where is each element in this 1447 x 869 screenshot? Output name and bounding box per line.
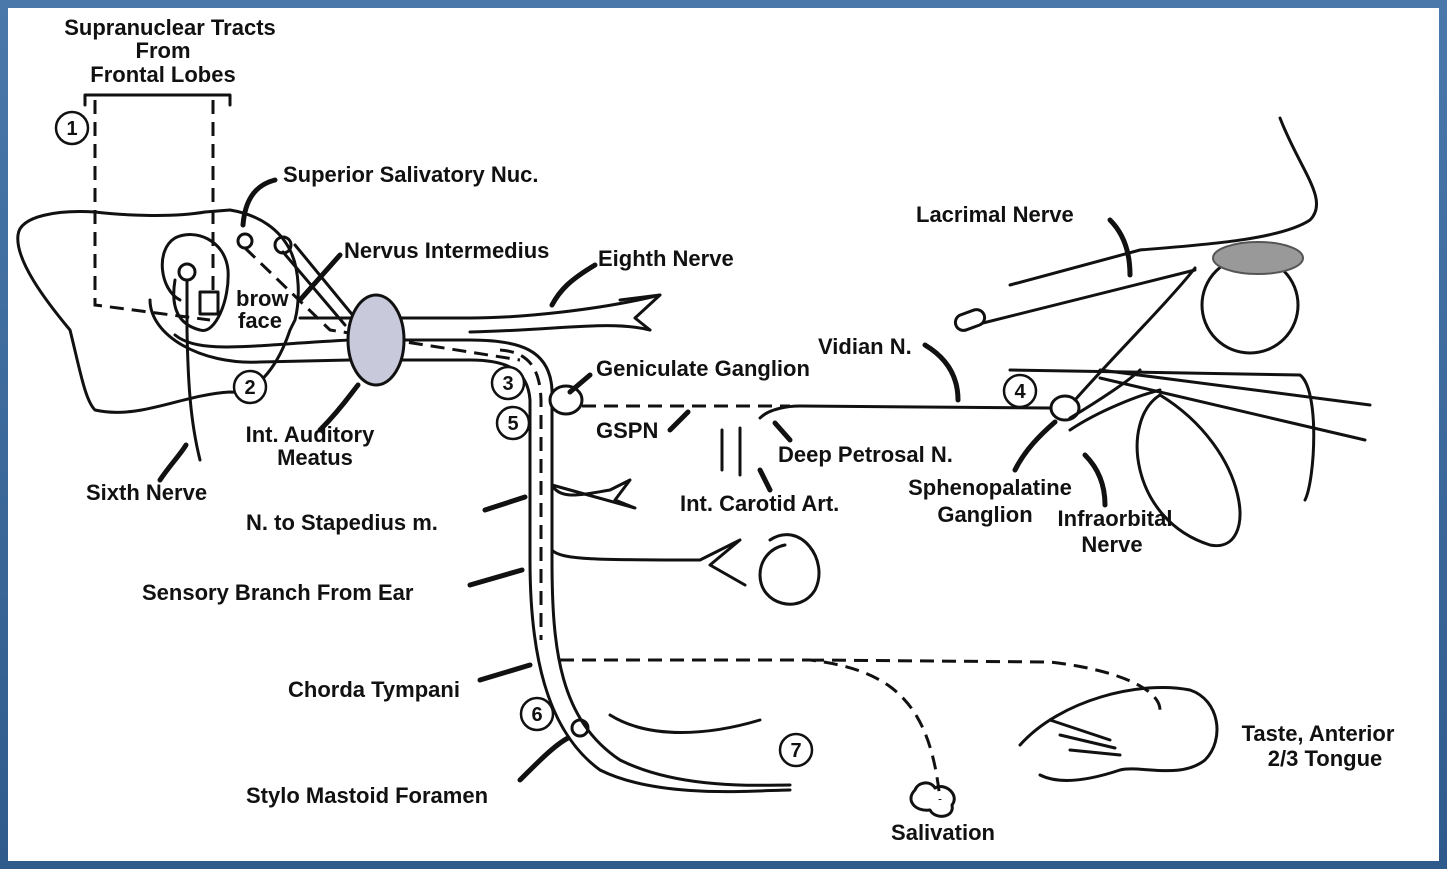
label-chorda-tympani: Chorda Tympani [288, 677, 460, 702]
arrow-sixth-nerve [160, 445, 186, 480]
salivary-gland [911, 783, 954, 816]
label-int-auditory-line2: Meatus [277, 445, 353, 470]
svg-text:7: 7 [790, 740, 801, 762]
svg-text:1: 1 [66, 118, 77, 140]
label-supranuclear-line2: From [136, 38, 191, 63]
label-gspn: GSPN [596, 418, 658, 443]
label-taste-line1: Taste, Anterior [1242, 721, 1395, 746]
label-eighth-nerve: Eighth Nerve [598, 246, 734, 271]
label-lacrimal-nerve: Lacrimal Nerve [916, 202, 1074, 227]
arrow-eighth-nerve [552, 265, 595, 305]
label-geniculate-ganglion: Geniculate Ganglion [596, 356, 810, 381]
label-taste-line2: 2/3 Tongue [1268, 746, 1383, 771]
sixth-nerve-line [187, 280, 200, 460]
label-superior-salivatory: Superior Salivatory Nuc. [283, 162, 539, 187]
label-sixth-nerve: Sixth Nerve [86, 480, 207, 505]
label-nervus-intermedius: Nervus Intermedius [344, 238, 549, 263]
brow-face-nucleus [200, 292, 218, 314]
arrow-stylo [520, 738, 568, 780]
marker-1: 1 [56, 112, 88, 144]
arrow-infraorbital [1085, 455, 1105, 505]
internal-auditory-meatus [348, 295, 404, 385]
label-stylo-mastoid: Stylo Mastoid Foramen [246, 783, 488, 808]
lacrimal-nerve-line [975, 270, 1195, 325]
lacrimal-gland [1213, 242, 1303, 274]
stapedius-branch [552, 480, 635, 508]
salivatory-nucleus-a [238, 234, 252, 248]
arrow-deep-petrosal [775, 423, 790, 440]
facial-nucleus-loop [162, 235, 228, 331]
svg-text:6: 6 [531, 704, 542, 726]
marker-4: 4 [1004, 375, 1036, 407]
facial-nerve-diagram: 1 2 3 4 5 6 7 Supranuclear Tracts From F… [8, 8, 1439, 861]
label-deep-petrosal: Deep Petrosal N. [778, 442, 953, 467]
arrow-gspn [670, 412, 688, 430]
label-n-stapedius: N. to Stapedius m. [246, 510, 438, 535]
arrow-sensory [470, 570, 522, 585]
supranuclear-bracket [85, 95, 230, 105]
label-supranuclear-line1: Supranuclear Tracts [64, 15, 276, 40]
label-sensory-branch: Sensory Branch From Ear [142, 580, 414, 605]
supranuclear-tract-left [95, 100, 210, 320]
label-supranuclear-line3: Frontal Lobes [90, 62, 235, 87]
tongue-drawing [1020, 687, 1217, 780]
lacrimal-nerve-end [953, 307, 987, 332]
diagram-panel: 1 2 3 4 5 6 7 Supranuclear Tracts From F… [8, 8, 1439, 861]
arrow-lacrimal [1110, 220, 1130, 275]
marker-7: 7 [780, 734, 812, 766]
label-infraorbital-line2: Nerve [1081, 532, 1142, 557]
label-vidian: Vidian N. [818, 334, 912, 359]
label-sphenopalatine-line1: Sphenopalatine [908, 475, 1072, 500]
marker-2: 2 [234, 371, 266, 403]
label-int-carotid: Int. Carotid Art. [680, 491, 839, 516]
int-carotid-line [722, 428, 740, 475]
svg-text:2: 2 [244, 377, 255, 399]
vidian-nerve-line [760, 406, 1050, 418]
ear-drawing [760, 535, 819, 605]
label-int-auditory-line1: Int. Auditory [246, 422, 375, 447]
label-face: face [238, 308, 282, 333]
label-sphenopalatine-line2: Ganglion [937, 502, 1032, 527]
sphenopalatine-branches [1070, 370, 1160, 430]
arrow-vidian [925, 345, 958, 400]
arrow-sphenopalatine [1015, 422, 1055, 470]
svg-text:3: 3 [502, 373, 513, 395]
facial-nucleus [179, 264, 195, 280]
arrow-stapedius [485, 497, 525, 510]
label-salivation: Salivation [891, 820, 995, 845]
marker-6: 6 [521, 698, 553, 730]
arrow-int-carotid [760, 470, 770, 490]
facial-motor-branch [610, 715, 760, 733]
svg-text:5: 5 [507, 413, 518, 435]
label-infraorbital-line1: Infraorbital [1058, 506, 1173, 531]
marker-3: 3 [492, 367, 524, 399]
marker-5: 5 [497, 407, 529, 439]
tongue-papillae [1050, 720, 1120, 755]
sensory-ear-branch [552, 540, 745, 585]
svg-text:4: 4 [1014, 381, 1026, 403]
geniculate-ganglion-shape [550, 386, 582, 414]
arrow-chorda [480, 665, 530, 680]
arrow-geniculate [570, 375, 590, 392]
